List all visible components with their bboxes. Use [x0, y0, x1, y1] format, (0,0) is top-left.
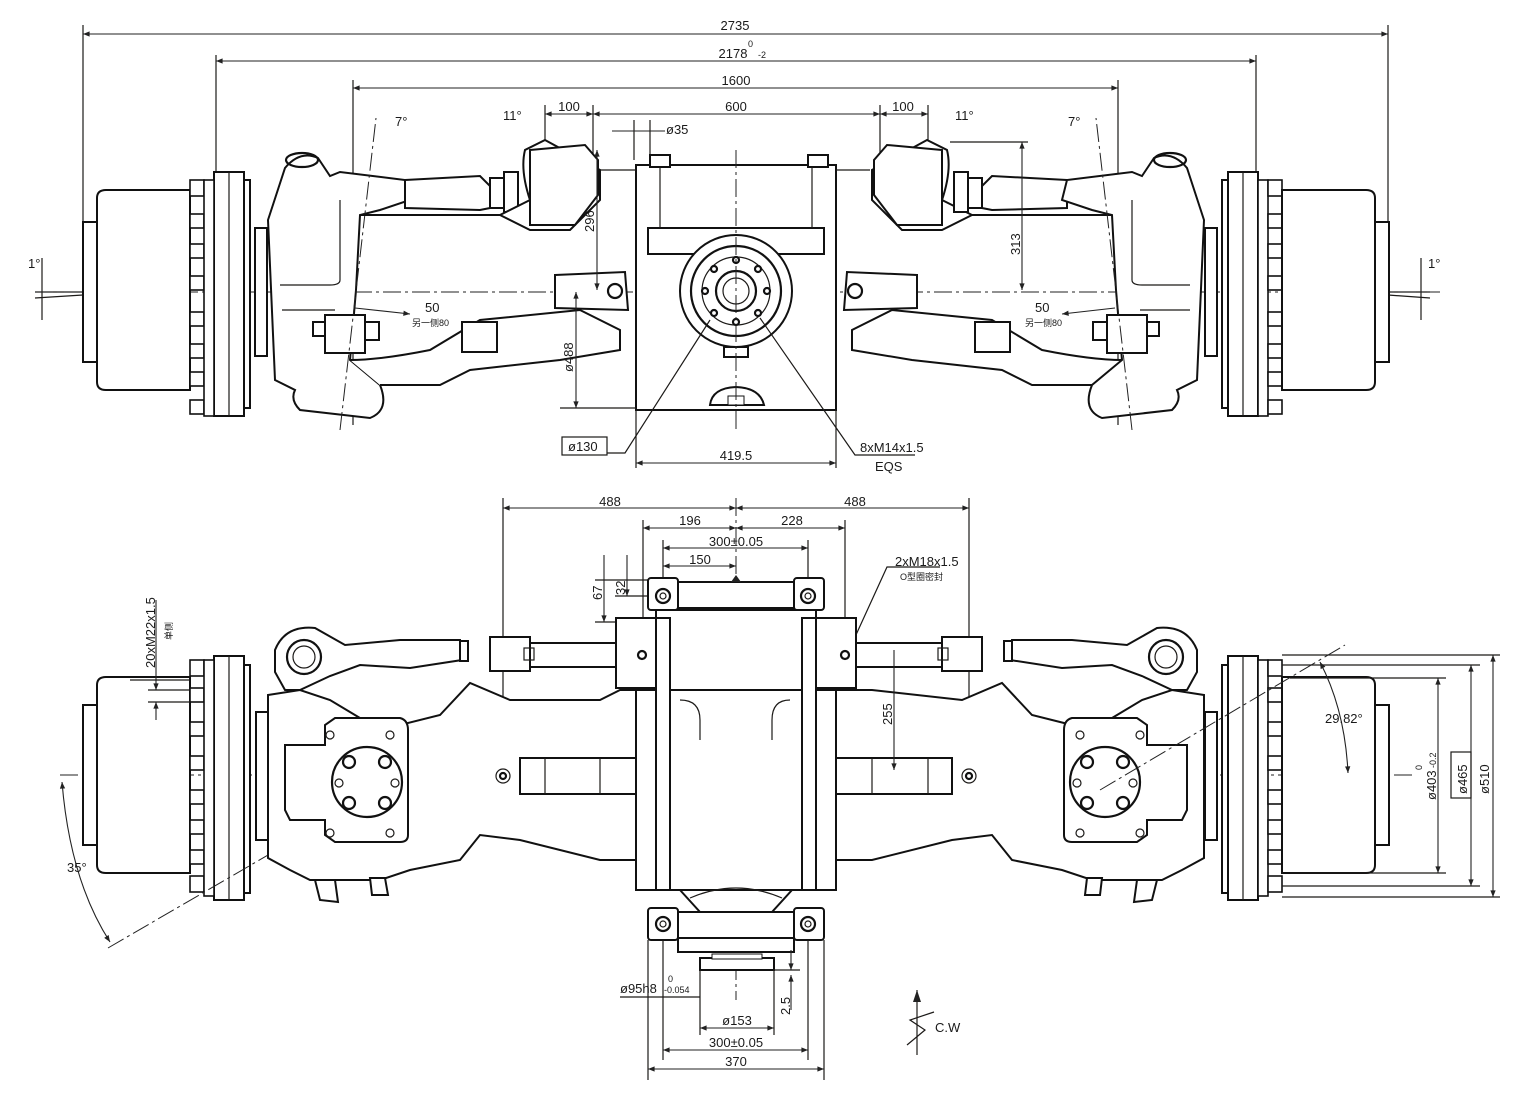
label-hole-spacing-bottom: 300±0.05 — [709, 1035, 763, 1050]
label-half-spacing: 150 — [689, 552, 711, 567]
label-hub-bolts: 20xM22x1.5 — [143, 597, 158, 668]
label-center-span: 600 — [725, 99, 747, 114]
hub-bolts-left-front — [189, 659, 215, 897]
steer-line-right — [1099, 644, 1346, 791]
label-height-67: 67 — [590, 586, 605, 600]
left-hub-front — [82, 655, 269, 901]
label-right-inner: 228 — [781, 513, 803, 528]
label-rim-tol-upper: 0 — [1414, 765, 1424, 770]
label-right-camber: 1° — [1428, 256, 1440, 271]
label-right-offset: 100 — [892, 99, 914, 114]
label-right-kingpin-angle: 7° — [1068, 114, 1080, 129]
label-rim-tol-lower: -0.2 — [1428, 752, 1438, 768]
label-right-angle-outer: 11° — [955, 108, 974, 123]
hub-bolts-right-top — [1257, 179, 1283, 417]
camber-left — [34, 258, 84, 320]
hub-bolts-right-front — [1257, 659, 1283, 897]
label-rim-dia-outer: ø510 — [1477, 764, 1492, 794]
label-flange-tol-upper: 0 — [748, 39, 753, 49]
label-left-inner: 196 — [679, 513, 701, 528]
right-hub-front — [1204, 655, 1390, 901]
label-left-angle-outer: 11° — [503, 108, 522, 123]
center-housing-front — [615, 609, 857, 913]
bottom-mount-bracket — [647, 907, 825, 971]
right-tierod-top — [953, 171, 1068, 213]
left-knuckle-top — [266, 117, 412, 431]
label-rotation: C.W — [935, 1020, 961, 1035]
right-hub-top — [1204, 171, 1390, 417]
left-cylinder-front — [495, 757, 637, 795]
label-height-right: 313 — [1008, 233, 1023, 255]
label-left-kingpin-angle: 7° — [395, 114, 407, 129]
label-steer-outer: 35° — [67, 860, 87, 875]
top-view: 2735 2178 0 -2 1600 600 100 100 11° 11° … — [28, 18, 1440, 474]
label-right-cyl-offset: 50 — [1035, 300, 1049, 315]
left-beam-top — [349, 138, 630, 386]
camber-right — [1387, 258, 1431, 320]
right-knuckle-top — [1060, 117, 1206, 431]
label-rim-dia-boxed: ø465 — [1455, 764, 1470, 794]
label-flange-tol-lower: -2 — [758, 50, 766, 60]
label-height-left: 296 — [582, 210, 597, 232]
center-housing-top — [600, 150, 870, 430]
label-pilot-dia: ø130 — [568, 439, 598, 454]
label-housing-dia: ø488 — [561, 342, 576, 372]
label-bolt-spec: 8xM14x1.5 — [860, 440, 924, 455]
pilot-dia-box — [561, 436, 608, 456]
label-pin-dia: ø35 — [666, 122, 688, 137]
label-pinion-tol-upper: 0 — [668, 974, 673, 984]
label-hub-bolts-note: 单侧 — [163, 622, 174, 640]
label-left-cyl-offset: 50 — [425, 300, 439, 315]
label-flange-width: 2178 — [719, 46, 748, 61]
right-cylinder-front — [835, 757, 977, 795]
label-hole-spacing-top: 300±0.05 — [709, 534, 763, 549]
label-housing-width: 419.5 — [720, 448, 753, 463]
label-cyl-height: 255 — [880, 703, 895, 725]
label-left-camber: 1° — [28, 256, 40, 271]
top-mount-bracket — [647, 575, 825, 611]
label-steer-inner: 29.82° — [1325, 711, 1363, 726]
right-beam-top — [842, 138, 1123, 386]
right-beam-front — [835, 626, 1205, 904]
label-mount-right: 488 — [844, 494, 866, 509]
left-knuckle-front — [267, 626, 637, 904]
rim-dia-box — [1450, 751, 1472, 799]
left-tierod-front — [489, 636, 617, 672]
label-left-offset: 100 — [558, 99, 580, 114]
label-pinion-tol-lower: -0.054 — [664, 985, 690, 995]
label-bolt-spec-note: EQS — [875, 459, 903, 474]
label-overall-width: 2735 — [721, 18, 750, 33]
label-mount-base: 370 — [725, 1054, 747, 1069]
label-left-cyl-note: 另一侧80 — [412, 317, 449, 328]
label-kingpin-span: 1600 — [722, 73, 751, 88]
hub-bolts-left-top — [189, 179, 215, 417]
left-hub-top — [82, 171, 268, 417]
label-height-32: 32 — [613, 581, 628, 595]
label-right-cyl-note: 另一侧80 — [1025, 317, 1062, 328]
label-port-note: O型圈密封 — [900, 571, 943, 582]
label-pinion-flange-dia: ø153 — [722, 1013, 752, 1028]
front-view: 488 488 196 228 300±0.05 150 67 32 — [59, 494, 1500, 1080]
label-port-spec: 2xM18x1.5 — [895, 554, 959, 569]
left-tierod-top — [404, 171, 519, 213]
label-pinion-offset: 2.5 — [778, 997, 793, 1015]
label-mount-left: 488 — [599, 494, 621, 509]
label-pinion-dia: ø95h8 — [620, 981, 657, 996]
label-rim-dia-main: ø403 — [1424, 770, 1439, 800]
rotation-cw-icon — [906, 990, 935, 1055]
